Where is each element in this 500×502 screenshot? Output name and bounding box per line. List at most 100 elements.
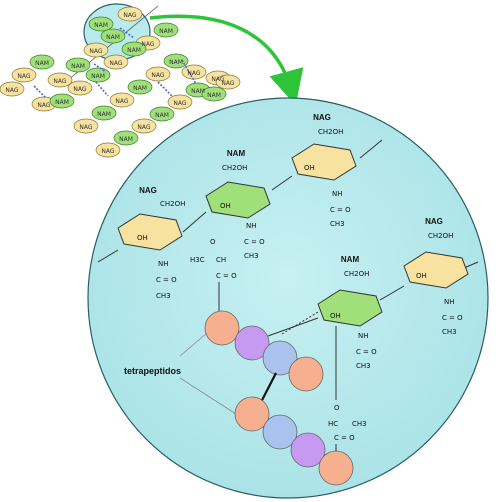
svg-text:C: C: [442, 314, 447, 322]
svg-text:= O: = O: [449, 314, 463, 322]
chain-label-nag-c: NAG: [53, 78, 66, 85]
svg-text:CH2OH: CH2OH: [222, 164, 247, 172]
chain-4: [95, 74, 241, 158]
chain-label-nag-o: NAG: [173, 100, 186, 107]
nag-ring-left: NAG CH2OH OH NH C = O CH3: [117, 186, 185, 300]
chain-3: [73, 53, 231, 134]
svg-text:O: O: [334, 404, 340, 412]
svg-text:= O: = O: [341, 434, 355, 442]
chain-label-nam-c: NAM: [159, 28, 173, 35]
chain-label-nam-b: NAM: [71, 63, 85, 70]
svg-text:C: C: [216, 272, 221, 280]
chain-label-nam-a: NAM: [35, 60, 49, 67]
svg-text:C: C: [244, 238, 249, 246]
chain-label-nam-d: NAM: [55, 99, 69, 106]
chain-label-nag-f: NAG: [73, 86, 86, 93]
nag-top-label: NAG: [313, 113, 331, 122]
chain-label-nag-b: NAG: [17, 73, 30, 80]
chain-label-nag-h: NAG: [79, 124, 92, 131]
svg-text:H3C: H3C: [190, 256, 205, 264]
bead-7: [290, 432, 326, 468]
svg-text:= O: = O: [223, 272, 237, 280]
svg-text:CH3: CH3: [330, 220, 345, 228]
chain-label-nam-g: NAM: [97, 111, 111, 118]
svg-text:CH2OH: CH2OH: [160, 200, 185, 208]
svg-text:OH: OH: [416, 272, 427, 280]
nag-right-label: NAG: [425, 217, 443, 226]
chain-label-nam-f: NAM: [127, 47, 141, 54]
chain-label-nag-j: NAG: [151, 72, 164, 79]
chain-label-nag-l: NAG: [211, 76, 224, 83]
svg-text:OH: OH: [304, 164, 315, 172]
svg-text:OH: OH: [137, 234, 148, 242]
svg-text:= O: = O: [363, 348, 377, 356]
bead-2: [234, 325, 270, 361]
chain-1: [47, 5, 179, 88]
chain-label-nag-g: NAG: [109, 60, 122, 67]
bead-8: [318, 450, 354, 486]
chain-label-nag-m: NAG: [101, 148, 114, 155]
svg-text:= O: = O: [337, 206, 351, 214]
svg-text:C: C: [156, 276, 161, 284]
chain-label-nag-n: NAG: [137, 124, 150, 131]
nam-left-label: NAM: [227, 149, 246, 158]
chain-label-nam-k: NAM: [155, 112, 169, 119]
nam-ring-left: NAM CH2OH OH NH C = O CH3 O H3C CH C = O: [190, 149, 271, 316]
lens-label-nag-1: NAG: [123, 12, 136, 19]
svg-text:C: C: [356, 348, 361, 356]
chain-label-nam-e: NAM: [91, 73, 105, 80]
nam-ring-right: NAM CH2OH OH NH C = O CH3 O HC CH3 C = O: [317, 255, 383, 442]
svg-text:= O: = O: [251, 238, 265, 246]
zoom-arrow: [149, 14, 304, 106]
lens-label-nag-2: NAG: [89, 48, 102, 55]
svg-text:CH2OH: CH2OH: [318, 128, 343, 136]
nam-right-label: NAM: [341, 255, 360, 264]
svg-text:CH2OH: CH2OH: [428, 232, 453, 240]
lens-label-nam-1: NAM: [106, 34, 120, 41]
svg-text:CH3: CH3: [352, 420, 367, 428]
chain-label-nam-m: NAM: [207, 92, 221, 99]
svg-text:NH: NH: [332, 190, 343, 198]
bead-5: [234, 396, 270, 432]
overview-chains: NAG NAM NAG NAM NAG NAG NAM NAG NAM NAG …: [0, 3, 241, 158]
dashed-glycan-link: [281, 311, 319, 335]
nag-ring-top: NAG CH2OH OH NH C = O CH3: [291, 113, 357, 228]
svg-text:= O: = O: [163, 276, 177, 284]
svg-text:NH: NH: [246, 222, 257, 230]
chain-label-nag-e: NAG: [37, 102, 50, 109]
svg-text:O: O: [210, 238, 216, 246]
svg-text:C: C: [334, 434, 339, 442]
bead-3: [262, 340, 298, 376]
chain-label-nag-d: NAG: [141, 41, 154, 48]
overview-crosslinks: [33, 27, 197, 99]
nag-ring-right: NAG CH2OH OH NH C = O CH3: [403, 217, 469, 336]
pointer-line-1: [179, 332, 208, 357]
chain-label-nag-a: NAG: [5, 87, 18, 94]
bead-6: [262, 414, 298, 450]
svg-text:C: C: [330, 206, 335, 214]
tetrapeptidos-label: tetrapeptidos: [124, 366, 181, 376]
chain-label-nag-p: NAG: [221, 80, 234, 87]
chain-label-nag-i: NAG: [115, 98, 128, 105]
svg-text:NH: NH: [158, 260, 169, 268]
svg-text:CH2OH: CH2OH: [344, 270, 369, 278]
svg-text:CH3: CH3: [244, 252, 259, 260]
svg-text:CH3: CH3: [356, 362, 371, 370]
chain-label-nam-l: NAM: [191, 88, 205, 95]
chain-label-nam-h: NAM: [133, 85, 147, 92]
svg-text:OH: OH: [220, 202, 231, 210]
svg-text:OH: OH: [330, 312, 341, 320]
svg-text:CH: CH: [216, 256, 226, 264]
magnified-view-circle: [87, 97, 489, 499]
bead-4: [288, 356, 324, 392]
tetrapeptide-right: [234, 396, 354, 486]
chain-label-nam-j: NAM: [119, 136, 133, 143]
chain-label-nam-i: NAM: [169, 59, 183, 66]
svg-text:CH3: CH3: [442, 328, 457, 336]
chain-2: [0, 41, 147, 112]
svg-text:CH3: CH3: [156, 292, 171, 300]
lens-label-nam-2: NAM: [94, 22, 108, 29]
chain-label-nag-k: NAG: [187, 70, 200, 77]
nag-left-label: NAG: [139, 186, 157, 195]
